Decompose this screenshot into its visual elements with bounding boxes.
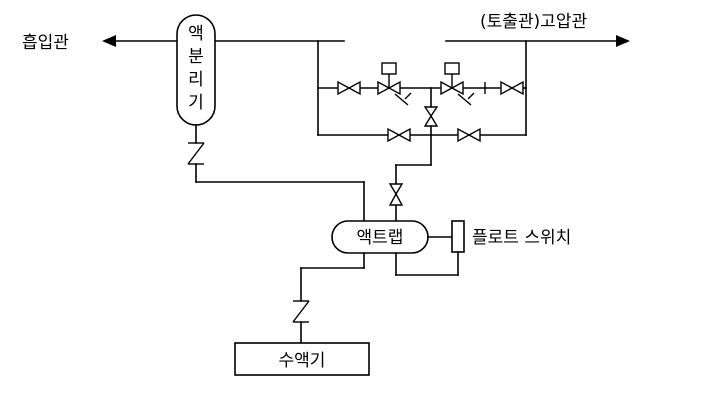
float-switch-label: 플로트 스위치 bbox=[472, 228, 571, 248]
separator-drain-line bbox=[195, 124, 365, 222]
manifold-valve-2 bbox=[484, 80, 524, 96]
separator-char-1: 액 bbox=[188, 24, 204, 44]
manifold-piping bbox=[317, 40, 527, 222]
receiver-tank bbox=[234, 342, 370, 376]
discharge-pipe-label: (토출관)고압관 bbox=[480, 12, 587, 32]
trap-inlet-valve bbox=[388, 183, 404, 206]
receiver-feed-line bbox=[300, 252, 365, 344]
receiver-check-valve bbox=[292, 300, 310, 323]
suction-pipe-label: 흡입관 bbox=[22, 33, 69, 53]
float-switch bbox=[395, 220, 465, 276]
separator-char-2: 분 bbox=[188, 47, 204, 67]
manifold-valve-1 bbox=[337, 80, 361, 96]
manifold-valve-vertical bbox=[423, 106, 439, 127]
discharge-arrow bbox=[616, 35, 630, 47]
solenoid-valve-2 bbox=[440, 62, 475, 106]
suction-line bbox=[102, 35, 345, 47]
suction-arrow bbox=[102, 35, 116, 47]
separator-check-valve bbox=[187, 142, 205, 165]
manifold-valve-3 bbox=[387, 127, 411, 143]
receiver-label: 수액기 bbox=[279, 351, 326, 371]
separator-char-4: 기 bbox=[188, 93, 204, 113]
liquid-trap-label: 액트랩 bbox=[357, 228, 404, 248]
separator-char-3: 리 bbox=[188, 70, 204, 90]
solenoid-valve-1 bbox=[377, 62, 412, 106]
discharge-line bbox=[445, 35, 630, 47]
manifold-valve-4 bbox=[457, 127, 481, 143]
